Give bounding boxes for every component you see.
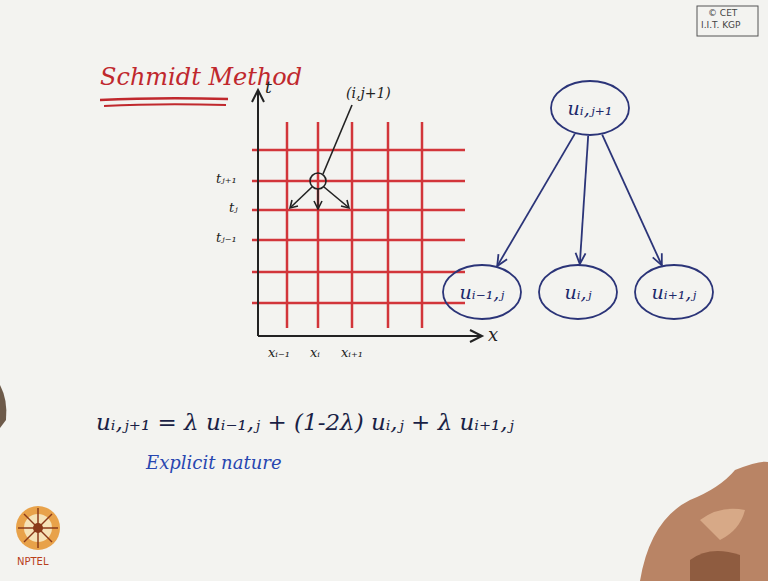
hand-shadow [0, 385, 6, 428]
node-text: uᵢ,ⱼ₊₁ [568, 97, 613, 119]
grid-lines [252, 122, 465, 328]
note: Explicit nature [146, 453, 282, 473]
watermark: I.I.T. KGP [701, 21, 741, 31]
logo-box [697, 6, 758, 36]
tick-label: tⱼ₋₁ [216, 231, 237, 245]
title-underline [100, 98, 228, 100]
hand-photo [640, 462, 768, 581]
tick-label: xᵢ [310, 346, 320, 360]
state-circle: uᵢ,ⱼ [538, 264, 618, 320]
nptel-logo [16, 506, 60, 550]
state-circle: uᵢ,ⱼ₊₁ [550, 80, 630, 136]
node-text: uᵢ₋₁,ⱼ [460, 281, 505, 303]
arrow-connector [576, 136, 589, 264]
node-text: uᵢ₊₁,ⱼ [652, 281, 697, 303]
logo-text: NPTEL [17, 556, 49, 567]
title-underline [104, 104, 226, 106]
state-circle: uᵢ₋₁,ⱼ [442, 264, 522, 320]
node-text: uᵢ,ⱼ [564, 281, 591, 303]
equation: uᵢ,ⱼ₊₁ = λ uᵢ₋₁,ⱼ + (1-2λ) uᵢ,ⱼ + λ uᵢ₊₁… [96, 410, 514, 435]
tick-label: xᵢ₋₁ [268, 346, 290, 360]
tick-label: xᵢ₊₁ [341, 346, 363, 360]
state-circle: uᵢ₊₁,ⱼ [634, 264, 714, 320]
axis-label: t [265, 78, 272, 97]
axis-label: x [488, 325, 498, 345]
point-label: (i,j+1) [346, 86, 391, 101]
arrow-connector [497, 134, 575, 266]
stencil-arrows [290, 105, 352, 209]
watermark: © CET [708, 9, 737, 19]
arrow-connector [602, 135, 662, 266]
tick-label: tⱼ [229, 201, 238, 215]
tick-label: tⱼ₊₁ [216, 172, 237, 186]
